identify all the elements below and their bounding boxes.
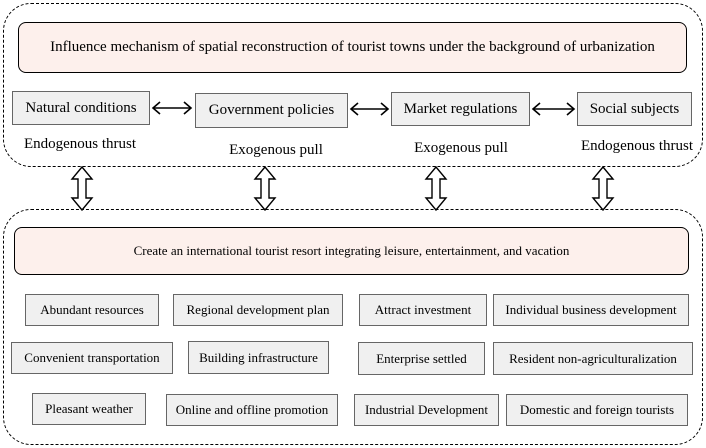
force-label-natural: Endogenous thrust [23,136,137,152]
resort-goal-title: Create an international tourist resort i… [14,227,689,275]
force-label-market: Exogenous pull [414,140,508,156]
item-enterprise-settled: Enterprise settled [358,342,485,375]
item-building-infrastructure: Building infrastructure [188,341,329,374]
top-section-frame [3,3,703,167]
item-attract-investment: Attract investment [359,294,487,326]
bottom-section-frame [3,209,703,445]
factor-social-subjects: Social subjects [577,92,692,126]
horizontal-double-arrows [151,101,576,116]
item-online-offline-promotion: Online and offline promotion [166,394,338,426]
item-abundant-resources: Abundant resources [25,294,159,326]
factor-government-policies: Government policies [195,93,348,128]
force-label-social: Endogenous thrust [580,138,694,154]
item-regional-development-plan: Regional development plan [173,294,343,326]
item-pleasant-weather: Pleasant weather [32,393,146,425]
force-label-government: Exogenous pull [229,142,323,158]
vertical-hollow-double-arrows [70,165,615,212]
item-domestic-foreign-tourists: Domestic and foreign tourists [506,394,688,426]
factor-natural-conditions: Natural conditions [12,91,150,125]
item-industrial-development: Industrial Development [354,394,499,426]
item-individual-business-development: Individual business development [493,294,689,326]
mechanism-title: Influence mechanism of spatial reconstru… [18,22,687,73]
item-resident-non-agriculturalization: Resident non-agriculturalization [493,342,693,375]
factor-market-regulations: Market regulations [391,92,530,126]
item-convenient-transportation: Convenient transportation [11,342,173,374]
